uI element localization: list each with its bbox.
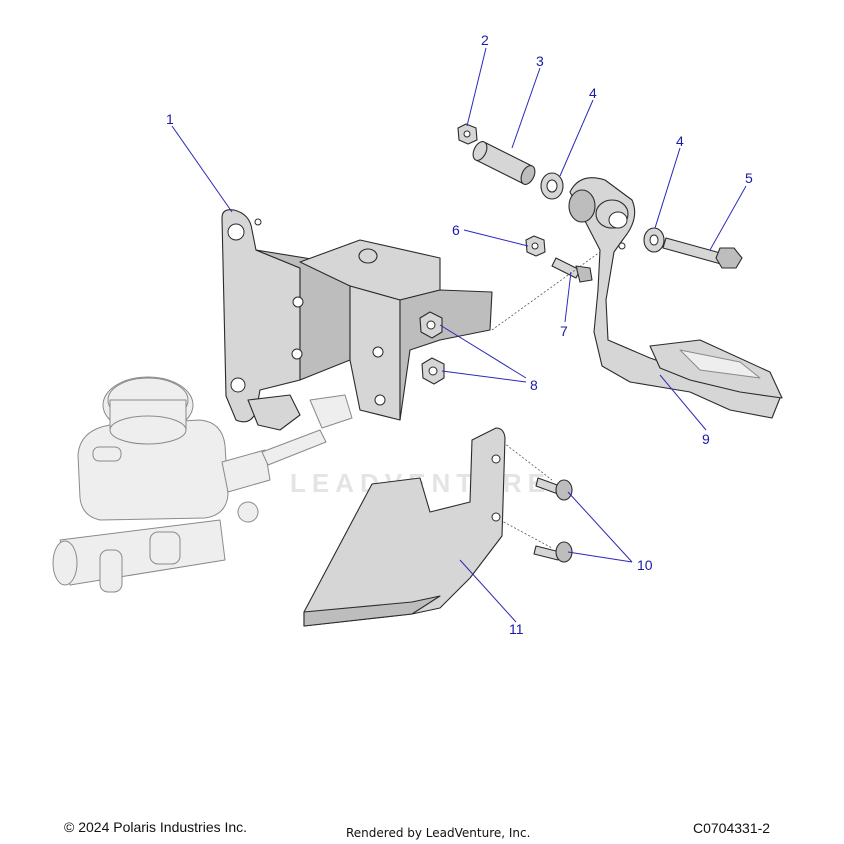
- part-11-shield-plate: [303, 427, 506, 627]
- drawing-id-text: C0704331-2: [693, 820, 771, 836]
- callout-11: 11: [509, 621, 524, 637]
- callout-4-left: 4: [589, 85, 597, 101]
- part-1-pedal-bracket: [221, 209, 493, 431]
- part-2-nut: [457, 123, 478, 145]
- callout-5: 5: [745, 170, 753, 186]
- part-4-washer-left: [540, 172, 564, 200]
- rendered-by-text: Rendered by LeadVenture, Inc.: [346, 826, 531, 840]
- part-3-bushing: [472, 141, 536, 185]
- callout-4-right: 4: [676, 133, 684, 149]
- assembly-line-bracket-pedal: [491, 251, 601, 331]
- part-9-brake-pedal: [568, 177, 783, 419]
- callout-8: 8: [530, 377, 538, 393]
- callout-2: 2: [481, 32, 489, 48]
- copyright-text: © 2024 Polaris Industries Inc.: [64, 819, 248, 835]
- callout-9: 9: [702, 431, 710, 447]
- callout-7: 7: [560, 323, 568, 339]
- callout-1: 1: [166, 111, 174, 127]
- part-5-bolt: [662, 237, 743, 269]
- assembly-line-bolt-upper: [499, 439, 553, 481]
- part-8-nuts: [419, 311, 445, 385]
- callout-10: 10: [637, 557, 653, 573]
- leader-lines: [171, 47, 747, 623]
- part-10-screws: [533, 477, 573, 563]
- callout-6: 6: [452, 222, 460, 238]
- assembly-line-bolt-lower: [499, 519, 553, 549]
- part-7-bolt: [551, 257, 593, 283]
- callout-3: 3: [536, 53, 544, 69]
- part-6-nut: [525, 235, 546, 257]
- master-cylinder: [52, 376, 327, 593]
- part-4-washer-right: [643, 227, 665, 253]
